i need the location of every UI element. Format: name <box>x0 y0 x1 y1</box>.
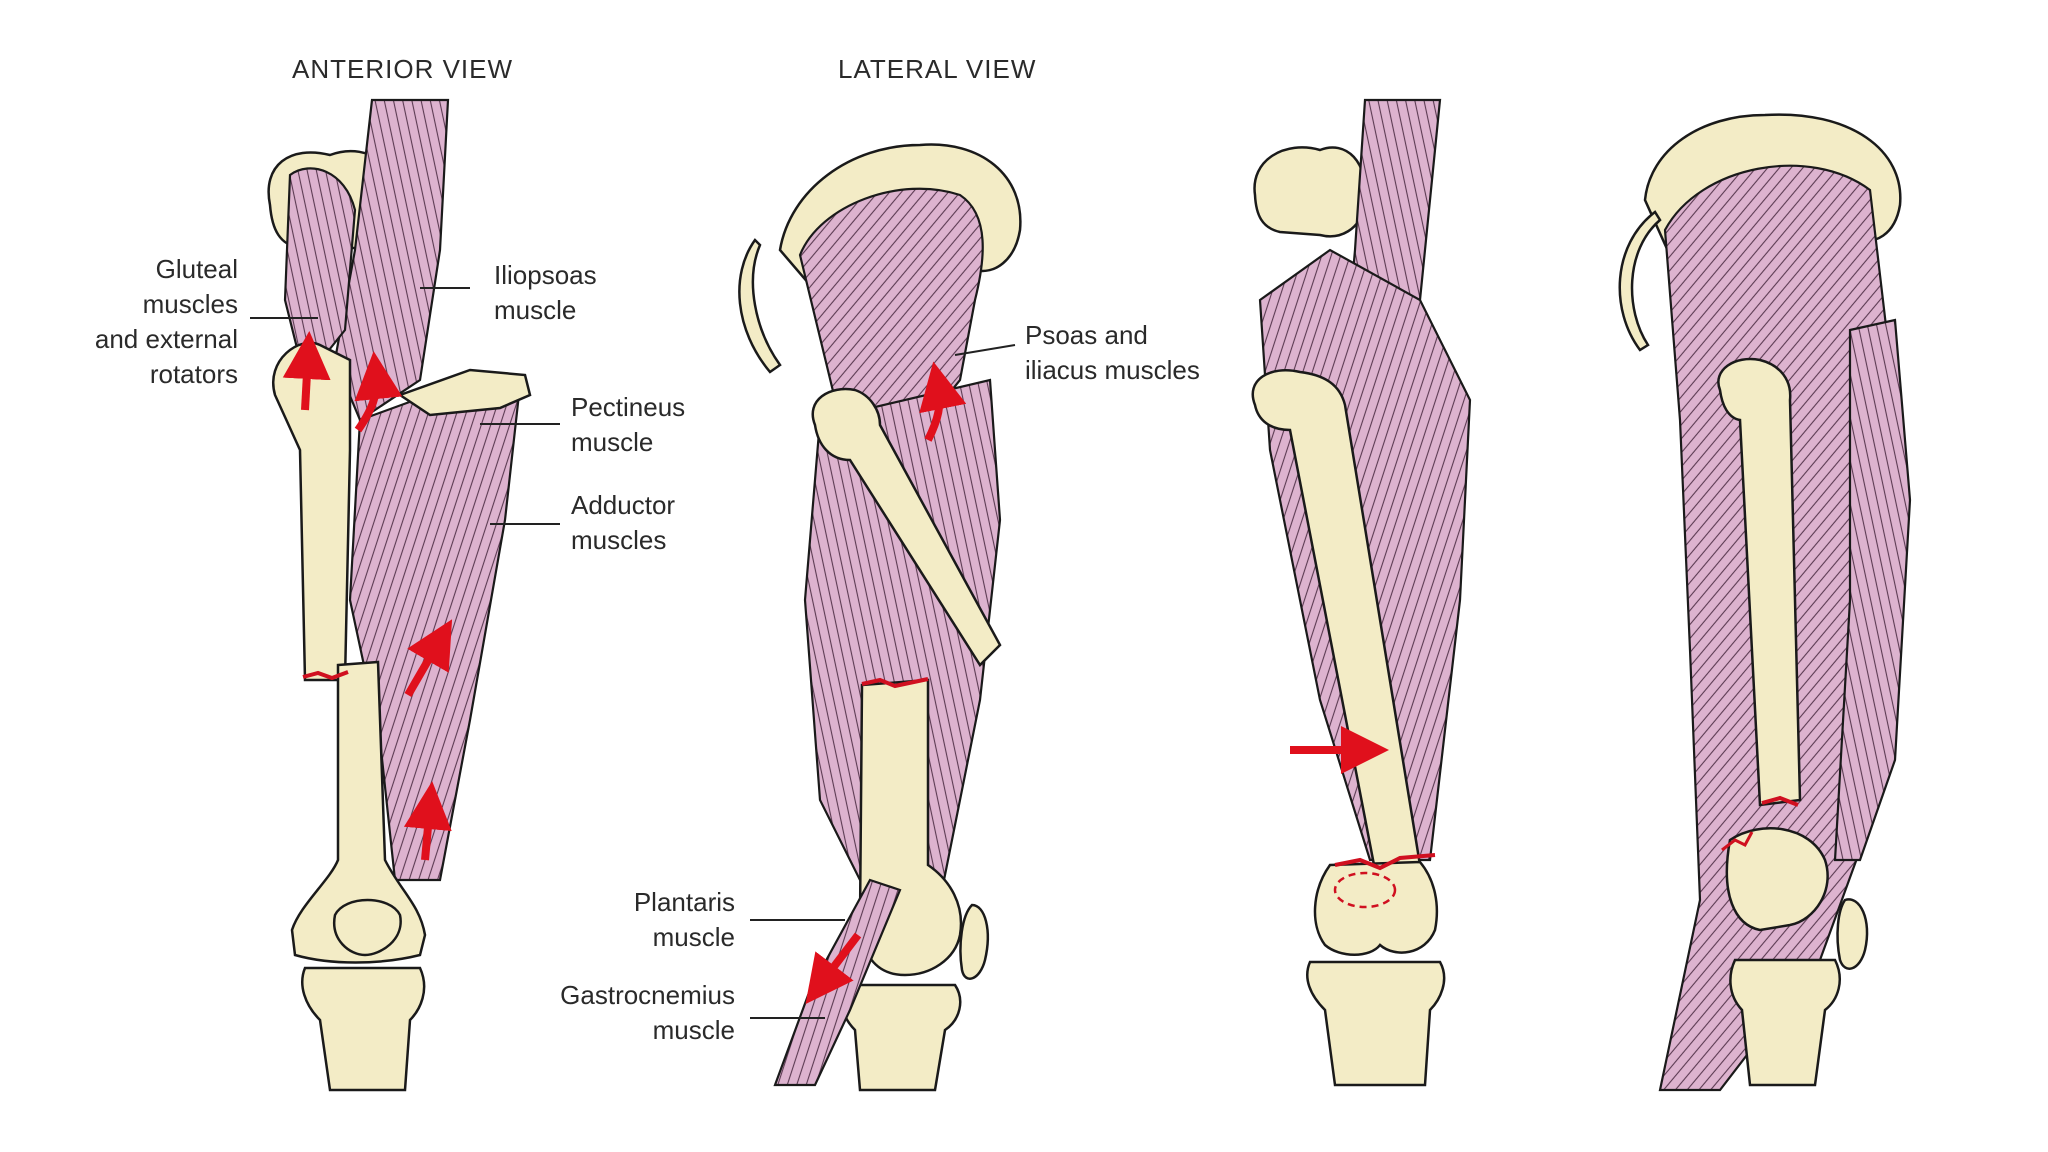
condyle-4-bone <box>1725 827 1829 932</box>
lateral-view-figure <box>738 143 1022 1092</box>
tibia-lateral-bone <box>839 983 962 1092</box>
femur-distal-bone <box>290 660 427 964</box>
iliopsoas-muscle-shape <box>333 98 450 422</box>
femur-proximal-bone <box>272 341 352 682</box>
patella-lateral-bone <box>959 903 989 980</box>
leader-lines-anterior <box>250 287 560 525</box>
fracture-line-4 <box>1761 795 1799 807</box>
fracture-line-anterior <box>302 670 349 681</box>
fracture-fragment-3 <box>1333 871 1397 909</box>
ischium-4-bone <box>1618 210 1662 352</box>
pelvis-3-bone <box>1253 146 1367 238</box>
adductor-muscles-label: Adductor muscles <box>571 490 676 555</box>
plantaris-muscle-label: Plantaris muscle <box>633 887 735 952</box>
fracture-line-4b <box>1721 831 1754 852</box>
gluteal-muscles-label: Gluteal muscles and external rotators <box>94 254 238 389</box>
tibia-4-bone <box>1729 958 1841 1087</box>
fracture-line-3 <box>1334 853 1436 871</box>
gastrocnemius-muscle-label: Gastrocnemius muscle <box>560 980 735 1045</box>
patella-4-bone <box>1836 898 1869 970</box>
iliopsoas-muscle-label: Iliopsoas muscle <box>494 260 597 325</box>
lateral-view-title: LATERAL VIEW <box>838 54 1037 84</box>
hamstring-4-muscle-shape <box>1833 318 1912 862</box>
anterior-view-figure <box>250 98 560 1092</box>
femur-4-bone <box>1717 357 1802 807</box>
fourth-view-figure <box>1618 113 1912 1092</box>
pubic-ramus-bone <box>397 368 532 417</box>
tibia-3-bone <box>1306 960 1446 1087</box>
patella-bone <box>332 898 402 957</box>
pectineus-muscle-label: Pectineus muscle <box>571 392 686 457</box>
femur-proximal-lateral-bone <box>811 387 1002 667</box>
third-view-figure <box>1251 98 1472 1087</box>
psoas-iliacus-label: Psoas and iliacus muscles <box>1025 320 1200 385</box>
red-arrows-lateral <box>805 361 967 1005</box>
red-arrows-anterior <box>282 331 453 861</box>
ischium-hook-bone <box>738 238 782 374</box>
gluteal-muscle-shape <box>283 167 357 383</box>
condyle-3-bone <box>1313 860 1439 956</box>
anterior-view-title: ANTERIOR VIEW <box>292 54 514 84</box>
leader-lines-lateral <box>750 344 1016 1019</box>
fracture-line-lateral <box>861 677 929 689</box>
tibia-bone <box>301 966 426 1092</box>
